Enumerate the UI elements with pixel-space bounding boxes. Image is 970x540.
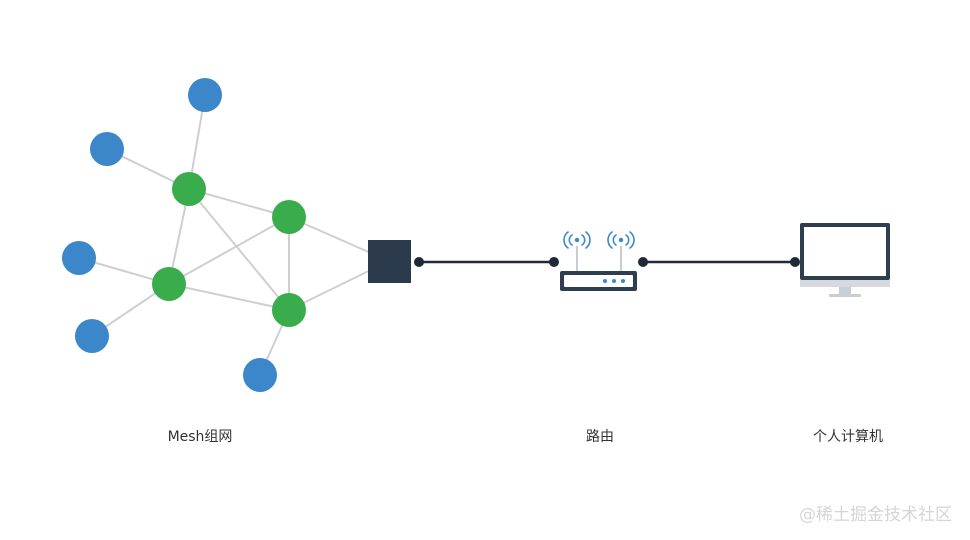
link-endpoint (414, 257, 424, 267)
link-endpoint (638, 257, 648, 267)
leaf-node (62, 241, 96, 275)
router-label: 路由 (586, 429, 614, 445)
mesh-label: Mesh组网 (167, 429, 233, 445)
pc-label: 个人计算机 (813, 429, 883, 445)
monitor-icon (800, 223, 890, 297)
mesh-nodes (152, 172, 306, 327)
square-icon (368, 240, 411, 283)
mesh-node (272, 293, 306, 327)
mesh-edge (168, 216, 290, 285)
watermark: @稀土掘金技术社区 (799, 505, 952, 525)
leaf-node (188, 78, 222, 112)
mesh-edge (168, 283, 290, 311)
mesh-node (172, 172, 206, 206)
mesh-edges (78, 94, 390, 376)
router-icon (560, 231, 637, 291)
leaf-node (75, 319, 109, 353)
mesh-edge (188, 188, 290, 311)
mesh-node (152, 267, 186, 301)
leaf-node (243, 358, 277, 392)
leaf-nodes (62, 78, 277, 392)
mesh-node (272, 200, 306, 234)
links (414, 257, 800, 267)
mesh-edge (188, 188, 290, 218)
link-endpoint (790, 257, 800, 267)
leaf-node (90, 132, 124, 166)
link-endpoint (549, 257, 559, 267)
